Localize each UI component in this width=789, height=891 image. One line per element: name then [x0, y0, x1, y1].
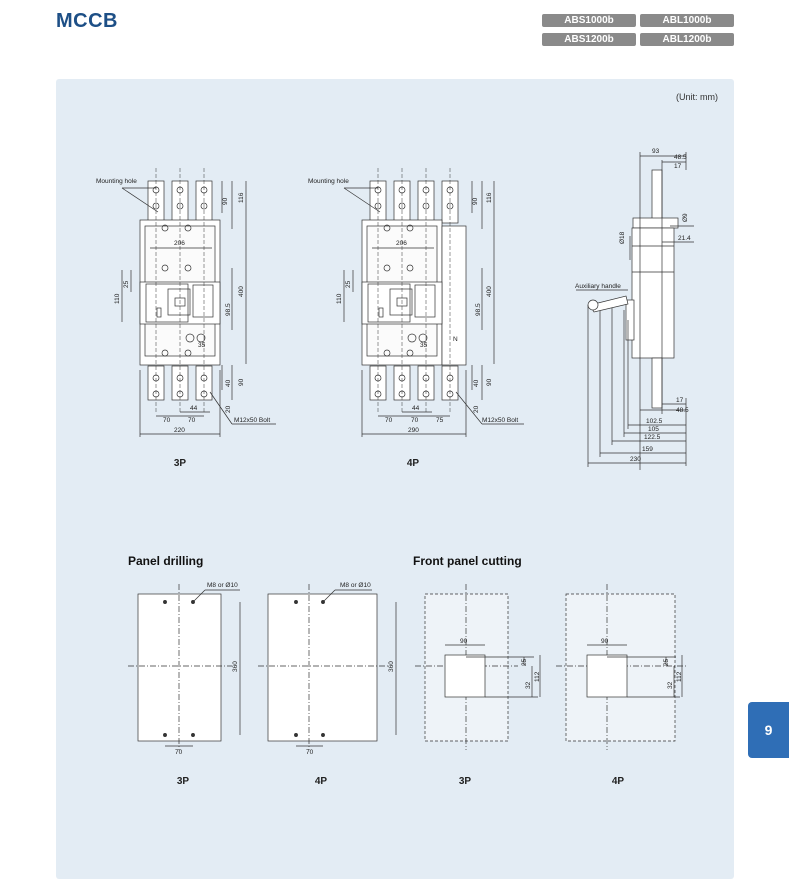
- dim-98-5: 98.5: [225, 303, 232, 316]
- dim-110: 110: [336, 293, 343, 304]
- dim-116: 116: [486, 192, 493, 203]
- dim-400: 400: [238, 286, 245, 297]
- dim-35: 35: [198, 342, 206, 349]
- dim-75: 75: [436, 417, 444, 424]
- caption-drilling-4p: 4P: [314, 776, 328, 787]
- front-view-4p: [343, 168, 524, 437]
- unit-note: (Unit: mm): [676, 92, 718, 102]
- dim-25-3p: 25: [521, 658, 528, 666]
- side-view: [576, 152, 694, 470]
- dim-110: 110: [114, 293, 121, 304]
- front-view-3p: [121, 168, 276, 437]
- dim-20: 20: [225, 405, 232, 413]
- dim-25: 25: [345, 280, 352, 288]
- dim-35: 35: [420, 342, 428, 349]
- dim-17-top: 17: [674, 163, 682, 170]
- section-heading-panel-drilling: Panel drilling: [128, 554, 204, 568]
- dim-70-3p: 70: [175, 749, 183, 756]
- front-panel-cutting-labels: 90 25 32 112 90 25 32 112: [460, 638, 683, 689]
- dim-230: 230: [630, 456, 641, 463]
- dim-20: 20: [473, 405, 480, 413]
- dim-105: 105: [648, 426, 659, 433]
- dim-90: 90: [222, 197, 229, 205]
- page-title: MCCB: [56, 10, 118, 32]
- dim-32-4p: 32: [667, 681, 674, 689]
- front-panel-cutting-drawings: [415, 584, 686, 750]
- dim-112-4p: 112: [676, 671, 683, 682]
- dim-32-3p: 32: [525, 681, 532, 689]
- caption-drilling-3p: 3P: [176, 776, 190, 787]
- caption-front-4p: 4P: [406, 458, 420, 469]
- dim-360-3p: 360: [232, 661, 239, 672]
- auxiliary-handle-label: Auxiliary handle: [575, 283, 621, 290]
- dim-400: 400: [486, 286, 493, 297]
- dim-dia18: Ø18: [619, 231, 626, 244]
- dim-90-3p: 90: [460, 638, 468, 645]
- dim-360-4p: 360: [388, 661, 395, 672]
- bolt-label: M12x50 Bolt: [482, 417, 518, 424]
- dim-112-3p: 112: [534, 671, 541, 682]
- bolt-note-3p: M8 or Ø10: [207, 582, 238, 589]
- model-badge-abl1200b: ABL1200b: [640, 33, 734, 46]
- dim-17-bottom: 17: [676, 397, 684, 404]
- dim-70a: 70: [163, 417, 171, 424]
- dim-116: 116: [238, 192, 245, 203]
- panel-drilling-labels: M8 or Ø10 360 70 M8 or Ø10 360 70: [175, 582, 395, 756]
- dim-40: 40: [225, 379, 232, 387]
- dim-122-5: 122.5: [644, 434, 661, 441]
- page-number-tab: 9: [748, 702, 789, 758]
- model-badge-abs1000b: ABS1000b: [542, 14, 636, 27]
- dim-290: 290: [408, 427, 419, 434]
- caption-cutting-3p: 3P: [458, 776, 472, 787]
- dim-90b: 90: [486, 378, 493, 386]
- dim-90-4p: 90: [601, 638, 609, 645]
- dim-40: 40: [473, 379, 480, 387]
- model-badge-abs1200b: ABS1200b: [542, 33, 636, 46]
- dim-70a: 70: [385, 417, 393, 424]
- dim-70b: 70: [188, 417, 196, 424]
- front-3p-labels: Mounting hole 206 90 116 400 98.5 110 25…: [96, 178, 270, 434]
- caption-front-3p: 3P: [173, 458, 187, 469]
- side-view-labels: 93 48.5 17 Ø9 21.4 Ø18 Auxiliary handle …: [575, 148, 691, 463]
- dim-102-5: 102.5: [646, 418, 663, 425]
- dim-206: 206: [396, 240, 407, 247]
- dim-44: 44: [190, 405, 198, 412]
- dim-25-4p: 25: [663, 658, 670, 666]
- caption-cutting-4p: 4P: [611, 776, 625, 787]
- dim-90: 90: [472, 197, 479, 205]
- dim-25: 25: [123, 280, 130, 288]
- mounting-hole-label: Mounting hole: [308, 178, 349, 185]
- dim-159: 159: [642, 446, 653, 453]
- section-heading-front-panel-cutting: Front panel cutting: [413, 554, 522, 568]
- dim-70-4p: 70: [306, 749, 314, 756]
- dim-48-5-top: 48.5: [674, 154, 687, 161]
- dim-48-5-bottom: 48.5: [676, 407, 689, 414]
- panel-drilling-drawings: [128, 584, 397, 750]
- dim-21-4: 21.4: [678, 235, 691, 242]
- bolt-note-4p: M8 or Ø10: [340, 582, 371, 589]
- dim-44: 44: [412, 405, 420, 412]
- bolt-label: M12x50 Bolt: [234, 417, 270, 424]
- dim-98-5: 98.5: [475, 303, 482, 316]
- neutral-label: N: [453, 336, 458, 343]
- dim-93: 93: [652, 148, 660, 155]
- dim-70b: 70: [411, 417, 419, 424]
- model-badge-abl1000b: ABL1000b: [640, 14, 734, 27]
- dim-90b: 90: [238, 378, 245, 386]
- dim-220: 220: [174, 427, 185, 434]
- front-4p-labels: Mounting hole 206 90 116 400 98.5 110 25…: [308, 178, 518, 434]
- dim-206: 206: [174, 240, 185, 247]
- dim-dia9: Ø9: [682, 213, 689, 222]
- mounting-hole-label: Mounting hole: [96, 178, 137, 185]
